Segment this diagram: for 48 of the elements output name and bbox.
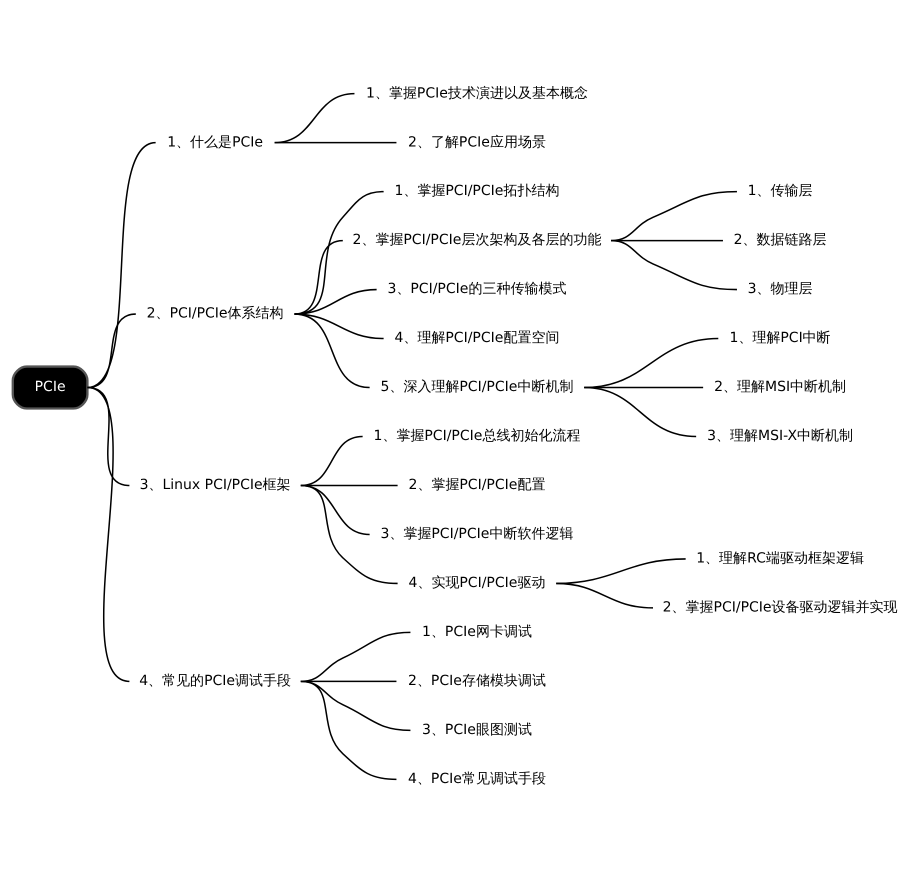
connector: [300, 631, 410, 682]
connector: [300, 680, 396, 780]
node-text: 4、理解PCI/PCIe配置空间: [394, 330, 560, 346]
connector: [610, 239, 737, 290]
connector: [294, 239, 343, 314]
connector: [584, 386, 696, 437]
node-text: 2、掌握PCI/PCIe配置: [408, 476, 546, 493]
connector: [300, 484, 398, 584]
connector: [294, 312, 370, 388]
node-text: 1、什么是PCIe: [167, 134, 264, 150]
node-text: 1、理解RC端驱动框架逻辑: [696, 550, 864, 566]
connector: [87, 141, 156, 388]
node-text: 1、传输层: [748, 182, 813, 199]
node-text: 4、PCIe常见调试手段: [408, 770, 546, 786]
node-text: 1、PCIe网卡调试: [422, 624, 532, 640]
connector: [556, 558, 686, 584]
node-text: 1、掌握PCIe技术演进以及基本概念: [366, 84, 588, 101]
connector: [300, 680, 396, 682]
node-text: 4、实现PCI/PCIe驱动: [408, 574, 546, 591]
connector: [610, 190, 737, 241]
connector: [87, 386, 130, 682]
node-text: 1、理解PCI中断: [729, 330, 831, 346]
node-text: 3、Linux PCI/PCIe框架: [140, 476, 291, 493]
node-text: 2、掌握PCI/PCIe设备驱动逻辑并实现: [662, 599, 898, 616]
node-text: 2、了解PCIe应用场景: [408, 134, 546, 150]
node-text: 3、理解MSI-X中断机制: [707, 428, 854, 444]
node-text: 3、掌握PCI/PCIe中断软件逻辑: [380, 526, 574, 542]
node-text: 2、掌握PCI/PCIe层次架构及各层的功能: [352, 232, 602, 248]
node-text: 3、PCIe眼图测试: [422, 721, 532, 738]
node-text: 4、常见的PCIe调试手段: [139, 672, 292, 689]
node-text: 2、理解MSI中断机制: [714, 378, 846, 395]
connector: [294, 190, 384, 314]
node-text: 3、物理层: [748, 280, 813, 297]
node-text: 1、掌握PCI/PCIe拓扑结构: [394, 182, 560, 199]
node-text: 2、PCI/PCIe体系结构: [146, 305, 284, 322]
connector: [87, 312, 136, 388]
connector: [274, 141, 396, 143]
connector: [300, 484, 398, 486]
connector: [300, 680, 410, 731]
node-text: 1、掌握PCI/PCIe总线初始化流程: [373, 428, 580, 444]
node-text: 2、数据链路层: [734, 232, 827, 248]
node-text: 3、PCI/PCIe的三种传输模式: [387, 280, 566, 297]
connector: [584, 337, 718, 388]
connector: [294, 288, 377, 314]
connector: [556, 582, 654, 608]
node-text: 5、深入理解PCI/PCIe中断机制: [380, 378, 574, 395]
node-box: PCIe: [12, 364, 89, 410]
node-text: 2、PCIe存储模块调试: [408, 672, 546, 689]
